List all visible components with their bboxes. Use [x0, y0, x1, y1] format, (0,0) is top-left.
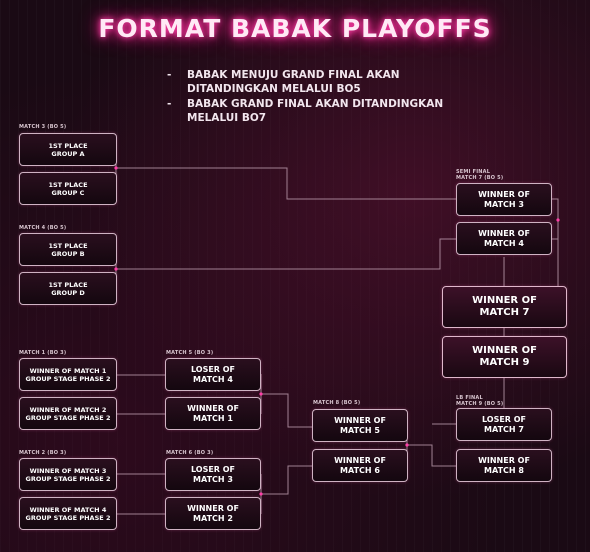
slot-line: MATCH 1 — [193, 413, 233, 423]
slot-line: GROUP B — [51, 249, 85, 258]
slot-line: GROUP C — [51, 188, 85, 197]
match2-label: MATCH 2 (BO 3) — [19, 450, 67, 456]
bullet-dash: - — [167, 98, 172, 110]
slot-line: WINNER OF — [478, 229, 530, 238]
slot-line: MATCH 8 — [484, 465, 524, 475]
slot-line: WINNER OF MATCH 4 — [29, 505, 107, 514]
match3-label: MATCH 3 (BO 5) — [19, 124, 67, 130]
match5-label: MATCH 5 (BO 3) — [166, 350, 214, 356]
slot-line: GROUP STAGE PHASE 2 — [25, 374, 111, 383]
page-title: FORMAT BABAK PLAYOFFS — [98, 14, 492, 43]
note-text: BABAK MENUJU GRAND FINAL AKAN DITANDINGK… — [187, 69, 400, 95]
lbfinal-match-label: MATCH 9 (BO 5) — [456, 401, 504, 407]
slot-line: MATCH 7 — [484, 424, 524, 434]
slot-line: LOSER OF — [481, 415, 527, 424]
slot-line: WINNER OF — [334, 416, 386, 425]
bullet-dash: - — [167, 69, 172, 81]
slot-line: 1ST PLACE — [48, 180, 88, 189]
match4-label: MATCH 4 (BO 5) — [19, 225, 67, 231]
slot-line: 1ST PLACE — [48, 141, 88, 150]
slot-line: WINNER OF MATCH 3 — [29, 466, 107, 475]
note-text: BABAK GRAND FINAL AKAN DITANDINGKAN MELA… — [187, 98, 444, 124]
slot-line: WINNER OF MATCH 1 — [29, 366, 107, 375]
slot-line: GROUP STAGE PHASE 2 — [25, 513, 111, 522]
note-item: - BABAK MENUJU GRAND FINAL AKAN DITANDIN… — [167, 68, 457, 96]
slot-line: GROUP A — [51, 149, 85, 158]
note-item: - BABAK GRAND FINAL AKAN DITANDINGKAN ME… — [167, 97, 457, 125]
slot-line: GROUP STAGE PHASE 2 — [25, 413, 111, 422]
slot-line: WINNER OF — [478, 190, 530, 199]
slot-line: MATCH 9 — [479, 357, 530, 368]
slot-line: WINNER OF — [187, 504, 239, 513]
slot-line: MATCH 2 — [193, 513, 233, 523]
slot-line: 1ST PLACE — [48, 241, 88, 250]
match8-label: MATCH 8 (BO 5) — [313, 400, 361, 406]
lbfinal-label: LB FINAL — [456, 395, 483, 401]
slot-line: LOSER OF — [190, 365, 236, 374]
slot-line: MATCH 6 — [340, 465, 380, 475]
slot-line: WINNER OF — [472, 295, 537, 306]
slot-line: WINNER OF — [472, 345, 537, 356]
slot-line: MATCH 3 — [193, 474, 233, 484]
semifinal-match-label: MATCH 7 (BO 5) — [456, 175, 504, 181]
match6-label: MATCH 6 (BO 3) — [166, 450, 214, 456]
slot-line: WINNER OF — [187, 404, 239, 413]
slot-line: GROUP D — [51, 288, 85, 297]
slot-line: MATCH 4 — [193, 374, 233, 384]
slot-line: GROUP STAGE PHASE 2 — [25, 474, 111, 483]
slot-line: 1ST PLACE — [48, 280, 88, 289]
slot-line: MATCH 3 — [484, 199, 524, 209]
format-notes: - BABAK MENUJU GRAND FINAL AKAN DITANDIN… — [167, 68, 457, 126]
match1-label: MATCH 1 (BO 3) — [19, 350, 67, 356]
slot-line: MATCH 7 — [479, 307, 530, 318]
slot-line: MATCH 4 — [484, 238, 524, 248]
slot-line: WINNER OF — [478, 456, 530, 465]
slot-line: MATCH 5 — [340, 425, 380, 435]
slot-line: LOSER OF — [190, 465, 236, 474]
slot-line: WINNER OF — [334, 456, 386, 465]
semifinal-label: SEMI FINAL — [456, 169, 491, 175]
slot-line: WINNER OF MATCH 2 — [29, 405, 107, 414]
